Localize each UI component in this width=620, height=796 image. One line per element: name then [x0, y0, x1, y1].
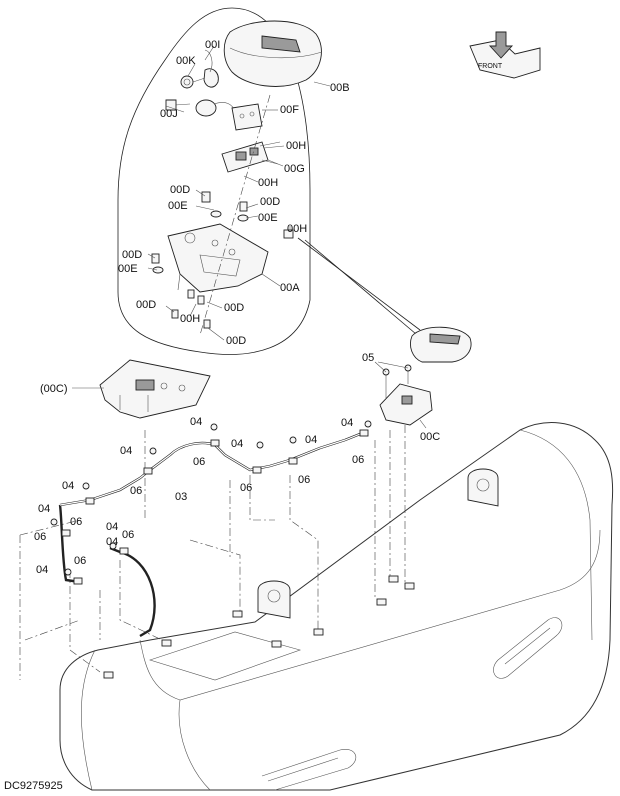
label-04: 04	[36, 564, 48, 576]
label-00D: 00D	[136, 299, 156, 311]
right-meter-assembly	[379, 326, 472, 426]
label-04: 04	[341, 417, 353, 429]
label-00G: 00G	[284, 163, 305, 175]
label-04: 04	[190, 416, 202, 428]
label-00K: 00K	[176, 55, 196, 67]
label-00D: 00D	[224, 302, 244, 314]
key-00K	[180, 75, 194, 89]
label-00H: 00H	[287, 223, 307, 235]
label-03: 03	[175, 491, 187, 503]
label-04: 04	[38, 503, 50, 515]
label-04: 04	[120, 445, 132, 457]
drawing-code: DC9275925	[4, 780, 63, 792]
label-04: 04	[106, 536, 118, 548]
label-06: 06	[130, 485, 142, 497]
label-06: 06	[122, 529, 134, 541]
detail-label-group: 00I 00K 00B 00J 00F 00H 00G 00H 00D 00D …	[118, 39, 350, 347]
label-00D: 00D	[226, 335, 246, 347]
wire-harness-03	[50, 420, 372, 638]
label-00I: 00I	[205, 39, 220, 51]
label-00F: 00F	[280, 104, 299, 116]
main-label-group: (00C) 05 00C 04 04 04 04 04 06 06 06 04 …	[34, 352, 440, 576]
label-04: 04	[305, 434, 317, 446]
label-00H: 00H	[286, 140, 306, 152]
label-00E: 00E	[118, 263, 138, 275]
label-00J: 00J	[160, 108, 178, 120]
label-00B: 00B	[330, 82, 350, 94]
meter-00B	[223, 20, 322, 87]
label-06: 06	[240, 482, 252, 494]
front-orientation-icon: FRONT	[469, 31, 541, 79]
label-06: 06	[70, 516, 82, 528]
label-06: 06	[193, 456, 205, 468]
mount-plate-left	[99, 359, 211, 419]
bracket-00A	[167, 223, 269, 293]
counterweight	[19, 422, 614, 791]
label-00E: 00E	[168, 200, 188, 212]
detail-callout	[117, 7, 421, 355]
label-00E: 00E	[258, 212, 278, 224]
label-00H: 00H	[258, 177, 278, 189]
label-00A: 00A	[280, 282, 300, 294]
label-00D: 00D	[170, 184, 190, 196]
label-04: 04	[231, 438, 243, 450]
label-00H: 00H	[180, 313, 200, 325]
label-04: 04	[62, 480, 74, 492]
label-06: 06	[352, 454, 364, 466]
exploded-parts	[151, 20, 323, 336]
label-00C-ref: (00C)	[40, 383, 68, 395]
label-04: 04	[106, 521, 118, 533]
label-06: 06	[298, 474, 310, 486]
label-06: 06	[34, 531, 46, 543]
label-00C: 00C	[420, 431, 440, 443]
orientation-text: FRONT	[478, 63, 503, 70]
label-00D: 00D	[122, 249, 142, 261]
label-05: 05	[362, 352, 374, 364]
leader-lines	[72, 45, 427, 429]
label-06: 06	[74, 555, 86, 567]
label-00D: 00D	[260, 196, 280, 208]
